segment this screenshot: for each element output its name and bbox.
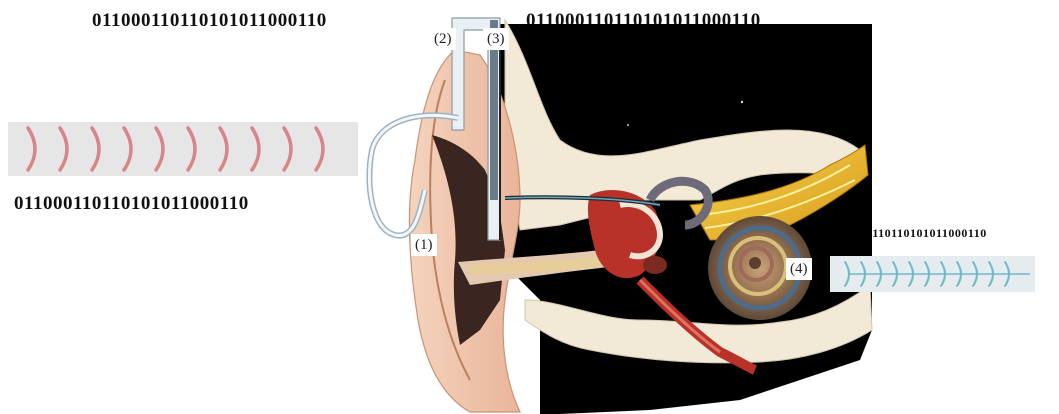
signal-wave-icon bbox=[830, 256, 1035, 292]
label-3: (3) bbox=[483, 28, 509, 50]
label-4: (4) bbox=[786, 258, 812, 280]
label-2: (2) bbox=[430, 28, 456, 50]
sound-wave-icon bbox=[8, 122, 358, 176]
label-1: (1) bbox=[411, 234, 437, 256]
